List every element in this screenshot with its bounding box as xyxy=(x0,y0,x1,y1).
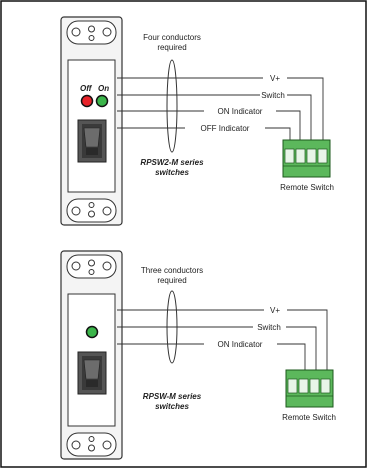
bottom-model-label-1: RPSW-M series xyxy=(143,392,202,401)
bottom-wires xyxy=(117,309,328,370)
rocker-switch-icon xyxy=(77,119,107,163)
led-off-label: Off xyxy=(80,84,93,93)
bottom-plate-mount-top xyxy=(66,254,117,279)
bottom-section: Three conductors required V+ Switch ON I… xyxy=(60,250,336,460)
wire-label-vplus: V+ xyxy=(270,74,280,83)
bottom-terminal-block-icon xyxy=(285,369,334,408)
green-led-icon xyxy=(95,94,109,108)
bottom-model-label-2: switches xyxy=(155,402,189,411)
bottom-wire-label-vplus: V+ xyxy=(270,306,280,315)
bottom-green-led-icon xyxy=(85,325,99,339)
bottom-conductors-label-2: required xyxy=(157,276,186,285)
top-wires xyxy=(117,77,324,140)
top-cable-bundle xyxy=(166,59,178,153)
top-terminal-block-icon xyxy=(282,139,331,178)
top-model-label-1: RPSW2-M series xyxy=(140,158,204,167)
bottom-rocker-switch-icon xyxy=(77,351,107,395)
bottom-plate-mount-bottom xyxy=(66,432,117,457)
top-plate-mount-top xyxy=(66,20,117,45)
wire-label-switch: Switch xyxy=(261,91,285,100)
led-on-label: On xyxy=(98,84,109,93)
bottom-remote-switch-label: Remote Switch xyxy=(282,413,336,422)
top-section: Off On Four conductors required xyxy=(60,16,334,226)
top-remote-switch-label: Remote Switch xyxy=(280,183,334,192)
top-conductors-label-2: required xyxy=(157,43,186,52)
bottom-wire-label-on-indicator: ON Indicator xyxy=(218,340,263,349)
bottom-conductors-label-1: Three conductors xyxy=(141,266,203,275)
wire-label-off-indicator: OFF Indicator xyxy=(201,124,250,133)
wire-label-on-indicator: ON Indicator xyxy=(218,107,263,116)
red-led-icon xyxy=(80,94,94,108)
bottom-wire-label-switch: Switch xyxy=(257,323,281,332)
top-conductors-label-1: Four conductors xyxy=(143,33,201,42)
top-model-label-2: switches xyxy=(155,168,189,177)
top-plate-mount-bottom xyxy=(66,198,117,223)
